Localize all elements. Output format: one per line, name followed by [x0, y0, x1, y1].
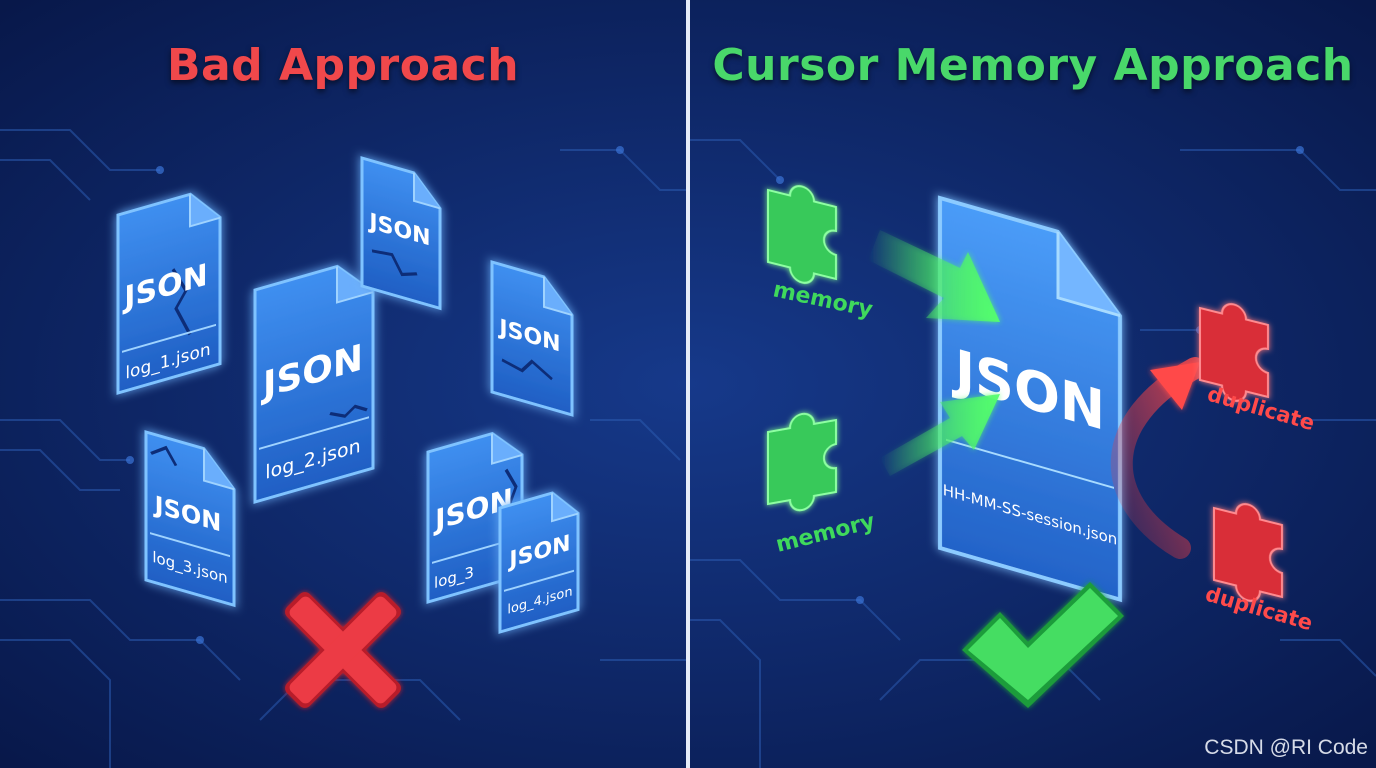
crack-mark — [150, 445, 178, 467]
file-fragment-right: JSON — [490, 260, 574, 417]
watermark: CSDN @RI Code — [1204, 736, 1368, 759]
merge-arrows — [868, 230, 1000, 476]
memory-arrow-bottom — [880, 394, 1000, 476]
crack-mark — [371, 249, 418, 277]
bad-approach-title: Bad Approach — [166, 40, 520, 91]
duplicate-puzzle-bottom — [1213, 503, 1283, 602]
crack-mark — [504, 468, 518, 510]
duplicate-puzzle-top — [1199, 303, 1269, 402]
panel-divider — [686, 0, 690, 768]
file-log-1: JSON log_1.json — [116, 192, 222, 395]
crack-mark — [329, 404, 368, 418]
checkmark-icon — [962, 582, 1124, 708]
crack-mark — [171, 268, 192, 336]
crack-mark — [501, 358, 553, 381]
file-fragment-top: JSON — [360, 156, 442, 311]
file-log-4: JSON log_4.json — [498, 491, 580, 634]
file-log-3: JSON log_3.json — [144, 430, 236, 608]
file-log-2: JSON log_2.json — [253, 264, 375, 504]
cross-icon — [285, 592, 401, 708]
memory-puzzle-top — [767, 185, 837, 284]
memory-arrow-top — [868, 230, 1000, 322]
duplicate-arrow-head — [1150, 362, 1200, 410]
cursor-memory-approach-title: Cursor Memory Approach — [712, 40, 1354, 91]
duplicate-arrow — [1110, 357, 1206, 559]
memory-puzzle-bottom — [767, 412, 837, 512]
circuit-nodes — [126, 146, 1304, 644]
